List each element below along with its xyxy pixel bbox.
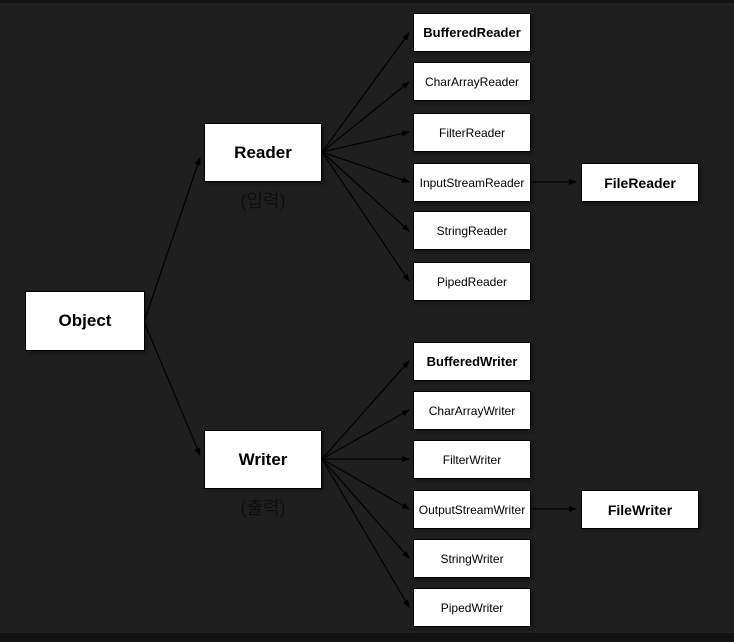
caption-writer-output: (출력) (240, 498, 286, 518)
edge-reader-stringreader (321, 151, 410, 232)
node-filewriter: FileWriter (581, 490, 699, 529)
bottom-edge-strip (0, 633, 734, 642)
top-edge-strip (0, 0, 734, 3)
edge-reader-chararrayreader (321, 81, 410, 153)
node-filterreader: FilterReader (413, 113, 531, 152)
node-object: Object (25, 291, 145, 351)
node-stringreader: StringReader (413, 211, 531, 250)
node-pipedwriter: PipedWriter (413, 588, 531, 627)
edge-writer-stringwriter (321, 458, 410, 559)
edge-reader-inputstreamreader (321, 151, 410, 183)
edge-writer-outputstreamwriter (321, 458, 410, 510)
node-pipedreader: PipedReader (413, 262, 531, 301)
edge-reader-pipedreader (321, 151, 410, 282)
node-writer: Writer (204, 430, 322, 489)
caption-reader-input: (입력) (240, 191, 286, 211)
node-filereader: FileReader (581, 163, 699, 202)
edge-object-reader (144, 157, 201, 320)
node-inputstreamreader: InputStreamReader (413, 163, 531, 202)
node-bufferedwriter: BufferedWriter (413, 342, 531, 381)
edge-writer-chararraywriter (321, 409, 410, 460)
edge-reader-bufferedreader (321, 32, 410, 153)
node-stringwriter: StringWriter (413, 539, 531, 578)
edge-object-writer (144, 323, 201, 456)
node-chararraywriter: CharArrayWriter (413, 391, 531, 430)
edge-reader-filterreader (321, 130, 410, 153)
node-chararrayreader: CharArrayReader (413, 62, 531, 101)
node-outputstreamwriter: OutputStreamWriter (413, 490, 531, 529)
edge-writer-pipedwriter (321, 458, 410, 608)
node-bufferedreader: BufferedReader (413, 13, 531, 52)
edge-writer-bufferedwriter (321, 360, 410, 460)
node-reader: Reader (204, 123, 322, 182)
node-filterwriter: FilterWriter (413, 440, 531, 479)
